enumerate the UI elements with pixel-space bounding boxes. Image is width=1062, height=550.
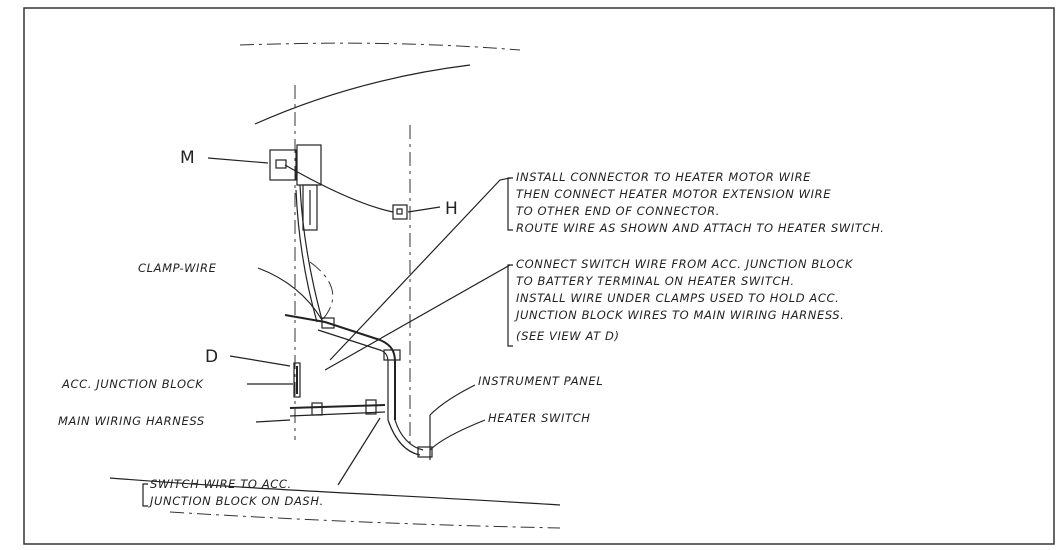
diagram-frame <box>23 7 1055 545</box>
note-switch-wire-line-2: TO BATTERY TERMINAL ON HEATER SWITCH. <box>516 274 795 288</box>
main-harness-2 <box>289 411 386 417</box>
clamp-2 <box>383 349 401 361</box>
note-bracket-2 <box>507 264 513 347</box>
lower-contour-line <box>109 477 561 506</box>
note-switch-wire-line-3: INSTALL WIRE UNDER CLAMPS USED TO HOLD A… <box>516 291 839 305</box>
clamp-1 <box>321 317 335 329</box>
label-acc-junction-block: ACC. JUNCTION BLOCK <box>61 377 204 391</box>
main-harness <box>289 404 386 409</box>
heater-wire-down <box>299 184 323 321</box>
harness-upper-2 <box>317 329 389 420</box>
callout-h: H <box>445 199 458 219</box>
callout-m: M <box>180 148 195 168</box>
heater-switch <box>417 446 433 458</box>
clamp-3 <box>311 402 323 416</box>
note-heater-motor-line-3: TO OTHER END OF CONNECTOR. <box>516 204 720 218</box>
leader-note-1 <box>329 177 511 361</box>
switch-wire <box>387 419 421 456</box>
upper-contour-line <box>239 42 521 51</box>
label-clamp-wire: CLAMP-WIRE <box>138 261 217 275</box>
note-heater-motor-line-1: INSTALL CONNECTOR TO HEATER MOTOR WIRE <box>516 170 811 184</box>
harness-upper <box>284 314 396 420</box>
leader-note-2 <box>324 264 511 371</box>
switch-wire-2 <box>394 419 424 451</box>
leader-heater-switch <box>429 419 486 451</box>
clamp-4 <box>365 399 377 415</box>
clamp-loop <box>309 261 334 321</box>
leader-dash-note <box>337 417 381 486</box>
note-heater-motor-line-4: ROUTE WIRE AS SHOWN AND ATTACH TO HEATER… <box>516 221 885 235</box>
label-instrument-panel: INSTRUMENT PANEL <box>478 374 603 388</box>
note-bracket-1 <box>507 177 513 231</box>
leader-h <box>407 206 441 213</box>
motor-extension-wire <box>284 164 394 213</box>
note-switch-wire-line-1: CONNECT SWITCH WIRE FROM ACC. JUNCTION B… <box>516 257 854 271</box>
leader-instrument-panel <box>429 384 476 416</box>
callout-d: D <box>205 347 218 367</box>
note-dash-line-1: SWITCH WIRE TO ACC. <box>150 477 292 491</box>
heater-wire-down-2 <box>295 189 318 323</box>
note-switch-wire-line-5: (SEE VIEW AT D) <box>516 329 620 343</box>
acc-junction-block <box>293 362 301 398</box>
leader-clamp-wire <box>257 267 323 321</box>
label-main-wiring-harness: MAIN WIRING HARNESS <box>58 414 205 428</box>
upper-contour-curve <box>254 64 471 125</box>
label-heater-switch: HEATER SWITCH <box>488 411 590 425</box>
note-heater-motor-line-2: THEN CONNECT HEATER MOTOR EXTENSION WIRE <box>516 187 831 201</box>
lower-contour-dash <box>169 511 561 529</box>
note-switch-wire-line-4: JUNCTION BLOCK WIRES TO MAIN WIRING HARN… <box>514 308 844 322</box>
heater-motor <box>269 144 322 231</box>
connector-h <box>392 204 408 220</box>
note-bracket-3 <box>142 483 148 507</box>
leader-main-harness <box>255 419 291 423</box>
leader-m <box>207 157 269 164</box>
note-dash-line-2: JUNCTION BLOCK ON DASH. <box>148 494 324 508</box>
leader-d <box>229 355 291 367</box>
